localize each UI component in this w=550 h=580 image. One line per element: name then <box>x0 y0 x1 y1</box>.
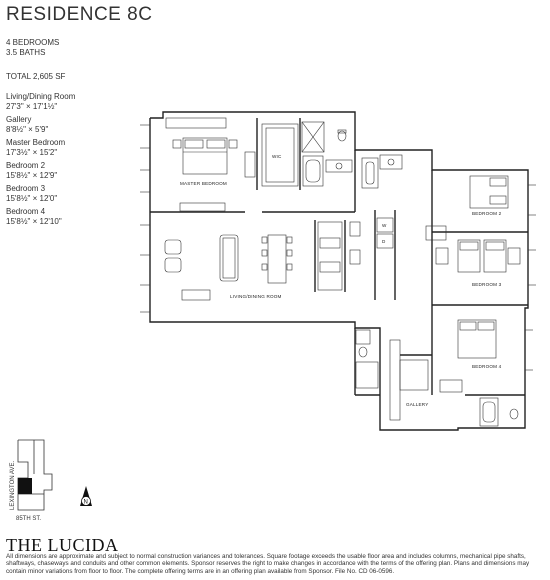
room-dims: 15'8½" × 12'10" <box>6 216 62 226</box>
bath-count: 3.5 BATHS <box>6 47 46 57</box>
total-sf: TOTAL 2,605 SF <box>6 72 66 81</box>
room-entry: Bedroom 2 15'8½" × 12'9" <box>6 161 75 184</box>
bed-bath-summary: 4 BEDROOMS 3.5 BATHS <box>6 38 59 57</box>
room-entry: Living/Dining Room 27'3" × 17'1½" <box>6 92 75 115</box>
residence-title: RESIDENCE 8C <box>6 4 153 25</box>
85th-st-label: 85TH ST. <box>16 516 41 522</box>
legal-disclaimer: All dimensions are approximate and subje… <box>6 553 530 575</box>
room-dims: 27'3" × 17'1½" <box>6 101 58 111</box>
room-name: Living/Dining Room <box>6 92 76 101</box>
svg-text:N: N <box>84 500 88 506</box>
bedroom-2-label: BEDROOM 2 <box>472 211 502 216</box>
room-entry: Bedroom 4 15'8½" × 12'10" <box>6 207 75 230</box>
room-name: Master Bedroom <box>6 138 66 147</box>
room-name: Bedroom 4 <box>6 207 46 216</box>
room-dimensions-list: Living/Dining Room 27'3" × 17'1½" Galler… <box>6 92 75 230</box>
bedroom-3-label: BEDROOM 3 <box>472 282 502 287</box>
total-area: TOTAL 2,605 SF <box>6 72 65 82</box>
lexington-ave-label: LEXINGTON AVE. <box>10 461 16 510</box>
unit-location-marker <box>18 478 32 494</box>
north-arrow-icon: N <box>80 486 92 506</box>
room-dims: 17'3½" × 15'2" <box>6 147 58 157</box>
washer-label: W <box>382 223 387 228</box>
room-dims: 8'8½" × 5'9" <box>6 124 49 134</box>
room-entry: Gallery 8'8½" × 5'9" <box>6 115 75 138</box>
gallery-label: GALLERY <box>406 402 429 407</box>
bedroom-4-label: BEDROOM 4 <box>472 364 502 369</box>
room-dims: 15'8½" × 12'0" <box>6 193 58 203</box>
room-name: Gallery <box>6 115 32 124</box>
master-bedroom-label: MASTER BEDROOM <box>180 181 227 186</box>
bedroom-count: 4 BEDROOMS <box>6 38 60 47</box>
dryer-label: D <box>382 239 386 244</box>
room-entry: Master Bedroom 17'3½" × 15'2" <box>6 138 75 161</box>
room-name: Bedroom 2 <box>6 161 46 170</box>
living-dining-label: LIVING/DINING ROOM <box>230 294 282 299</box>
brand-name: THE LUCIDA <box>6 535 119 555</box>
room-dims: 15'8½" × 12'9" <box>6 170 58 180</box>
wic-label: WIC <box>272 154 282 159</box>
room-entry: Bedroom 3 15'8½" × 12'0" <box>6 184 75 207</box>
room-name: Bedroom 3 <box>6 184 46 193</box>
